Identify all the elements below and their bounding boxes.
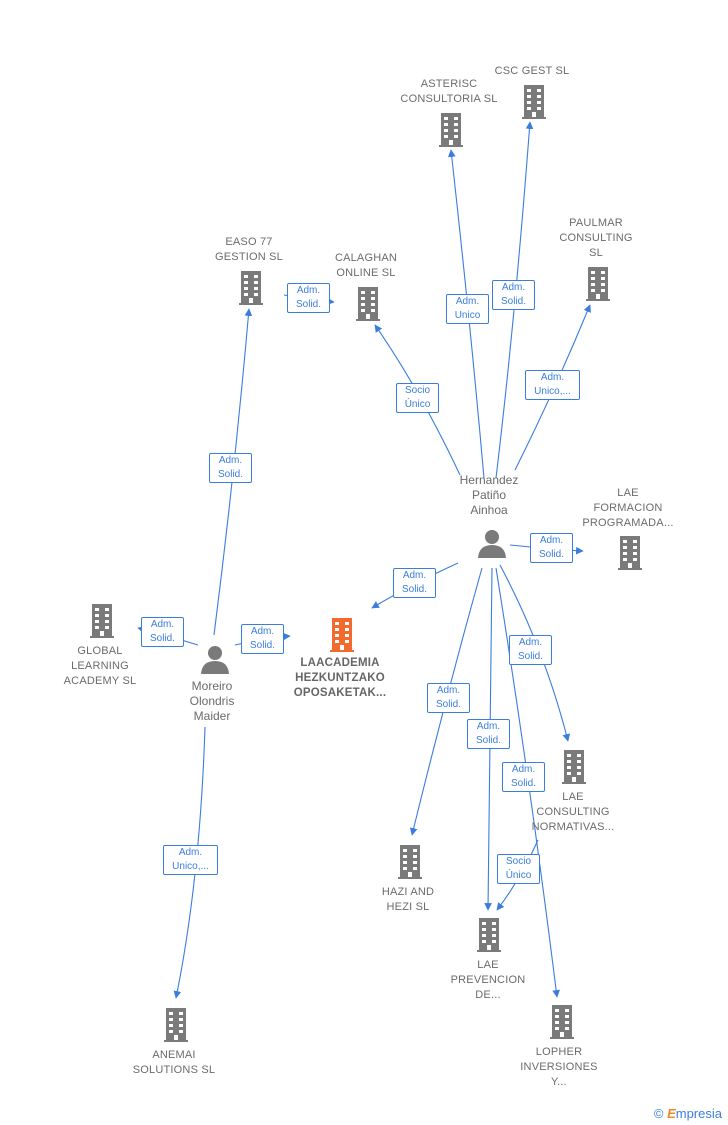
company-node-paulmar[interactable]: PAULMAR CONSULTING SL xyxy=(526,216,666,261)
person-node-moreiro[interactable]: Moreiro Olondris Maider xyxy=(142,679,282,724)
edge-label-moreiro-easo[interactable]: Adm.Solid. xyxy=(209,453,252,483)
copyright-symbol: © xyxy=(653,1106,664,1121)
company-label: LAE xyxy=(477,959,499,971)
company-label: ANEMAI xyxy=(152,1049,196,1061)
company-label: LEARNING xyxy=(71,660,129,672)
edge-label-paulmar[interactable]: Adm.Unico,... xyxy=(525,370,580,400)
person-label: Hernandez xyxy=(459,473,519,487)
company-label: SL xyxy=(589,247,603,259)
company-node-anemai[interactable]: ANEMAI SOLUTIONS SL xyxy=(104,1048,244,1078)
company-label: CALAGHAN xyxy=(334,252,398,264)
edge-label-moreiro-global[interactable]: Adm.Solid. xyxy=(141,617,184,647)
person-icon[interactable] xyxy=(477,528,507,558)
company-label: ACADEMY SL xyxy=(63,675,137,687)
edge-label-asterisc[interactable]: Adm.Unico xyxy=(446,294,489,324)
building-icon[interactable] xyxy=(164,1008,188,1042)
company-label: PREVENCION xyxy=(450,974,526,986)
company-node-easo[interactable]: EASO 77 GESTION SL xyxy=(179,235,319,265)
person-label: Patiño xyxy=(471,488,507,502)
company-label: PROGRAMADA... xyxy=(582,517,674,529)
brand-footer: © Empresia xyxy=(654,1106,722,1121)
company-label: DE... xyxy=(475,989,501,1001)
building-icon[interactable] xyxy=(618,536,642,570)
company-label: LAACADEMIA xyxy=(300,657,380,669)
company-label: CONSULTORIA SL xyxy=(400,93,498,105)
company-label: Y... xyxy=(551,1076,567,1088)
company-node-lae-formacion[interactable]: LAE FORMACION PROGRAMADA... xyxy=(558,486,698,531)
edge-label-lopher[interactable]: Adm.Solid. xyxy=(502,762,545,792)
company-label: HEZI SL xyxy=(386,901,430,913)
person-node-hernandez[interactable]: Hernandez Patiño Ainhoa xyxy=(419,473,559,518)
building-icon[interactable] xyxy=(550,1005,574,1039)
person-label: Olondris xyxy=(189,694,235,708)
company-label: CONSULTING xyxy=(536,806,610,818)
edge-label-moreiro-laacademia[interactable]: Adm.Solid. xyxy=(241,624,284,654)
company-node-lae-consulting[interactable]: LAE CONSULTING NORMATIVAS... xyxy=(503,790,643,835)
company-label: HAZI AND xyxy=(381,886,435,898)
edge-label-anemai[interactable]: Adm.Unico,... xyxy=(163,845,218,875)
building-icon[interactable] xyxy=(239,271,263,305)
company-label: FORMACION xyxy=(593,502,663,514)
company-label: HEZKUNTZAKO xyxy=(295,672,385,684)
company-label: GLOBAL xyxy=(77,645,123,657)
person-label: Ainhoa xyxy=(470,503,508,517)
person-label: Maider xyxy=(193,709,231,723)
company-label: CONSULTING xyxy=(559,232,633,244)
building-icon[interactable] xyxy=(356,287,380,321)
company-label: OPOSAKETAK... xyxy=(293,687,387,699)
edge-label-csc[interactable]: Adm.Solid. xyxy=(492,280,535,310)
brand-logo-text: mpresia xyxy=(675,1106,722,1121)
company-node-asterisc[interactable]: ASTERISC CONSULTORIA SL xyxy=(379,77,519,107)
building-icon[interactable] xyxy=(477,918,501,952)
person-label: Moreiro xyxy=(191,679,233,693)
company-node-global[interactable]: GLOBAL LEARNING ACADEMY SL xyxy=(30,644,170,689)
company-node-lopher[interactable]: LOPHER INVERSIONES Y... xyxy=(489,1045,629,1090)
company-label: NORMATIVAS... xyxy=(531,821,615,833)
building-icon[interactable] xyxy=(439,113,463,147)
company-node-laacademia[interactable]: LAACADEMIA HEZKUNTZAKO OPOSAKETAK... xyxy=(270,656,410,701)
edge-label-easo-calaghan[interactable]: Adm.Solid. xyxy=(287,283,330,313)
company-label: LOPHER xyxy=(535,1046,583,1058)
company-node-lae-prevencion[interactable]: LAE PREVENCION DE... xyxy=(418,958,558,1003)
company-label: LAE xyxy=(562,791,584,803)
company-label: ONLINE SL xyxy=(336,267,396,279)
building-icon[interactable] xyxy=(522,85,546,119)
company-node-calaghan[interactable]: CALAGHAN ONLINE SL xyxy=(296,251,436,281)
building-icon[interactable] xyxy=(562,750,586,784)
person-icon[interactable] xyxy=(200,644,230,674)
company-label: CSC GEST SL xyxy=(494,65,570,77)
building-icon[interactable] xyxy=(586,267,610,301)
brand-logo-letter: E xyxy=(667,1106,676,1121)
company-label: GESTION SL xyxy=(214,251,284,263)
building-icon[interactable] xyxy=(398,845,422,879)
edge-label-hazi[interactable]: Adm.Solid. xyxy=(427,683,470,713)
edge-label-lae-consulting[interactable]: Adm.Solid. xyxy=(509,635,552,665)
company-label: SOLUTIONS SL xyxy=(132,1064,216,1076)
company-node-csc[interactable]: CSC GEST SL xyxy=(462,64,602,79)
edge-label-hernandez-laacademia[interactable]: Adm.Solid. xyxy=(393,568,436,598)
company-node-hazi[interactable]: HAZI AND HEZI SL xyxy=(338,885,478,915)
company-label: LAE xyxy=(617,487,639,499)
company-label: EASO 77 xyxy=(225,236,273,248)
edge-label-lae-formacion[interactable]: Adm.Solid. xyxy=(530,533,573,563)
edge-label-lae-prevencion[interactable]: Adm.Solid. xyxy=(467,719,510,749)
building-icon[interactable] xyxy=(90,604,114,638)
company-label: ASTERISC xyxy=(420,78,478,90)
company-label: PAULMAR xyxy=(569,217,623,229)
company-label: INVERSIONES xyxy=(520,1061,598,1073)
building-icon-focus[interactable] xyxy=(330,618,354,652)
